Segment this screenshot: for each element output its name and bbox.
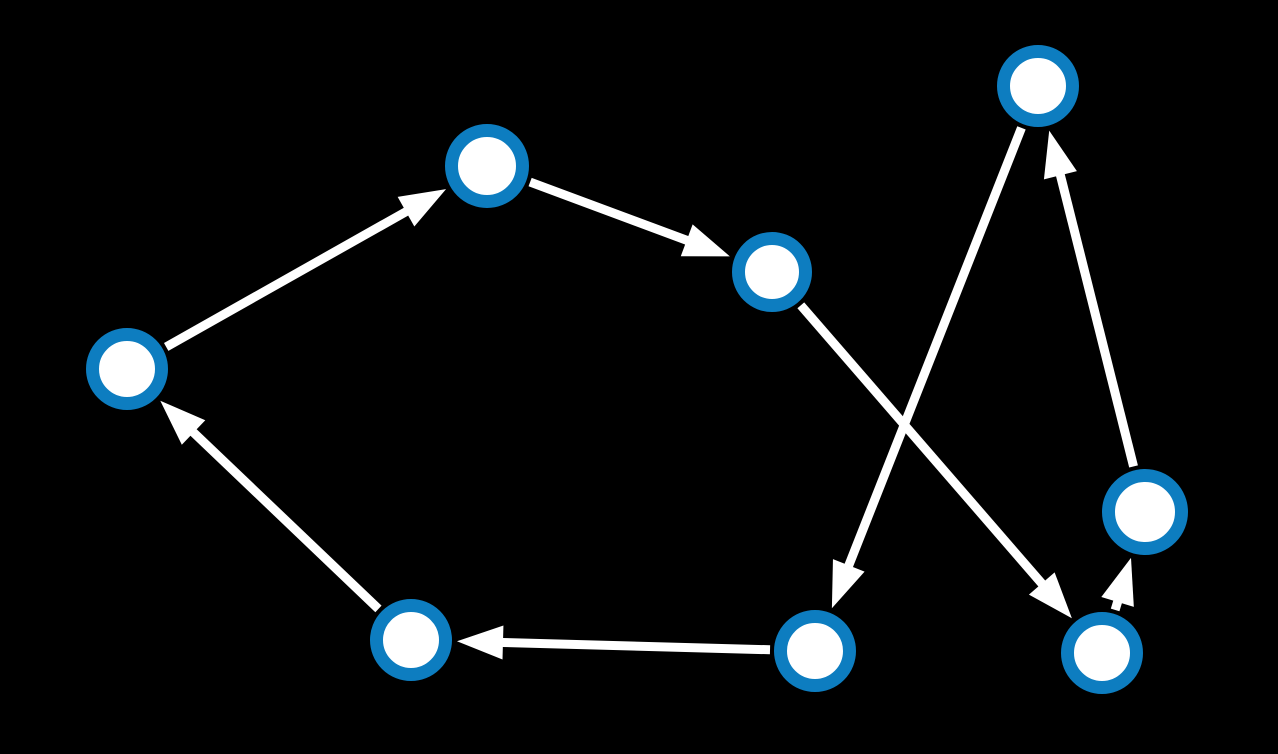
graph-edge-e3	[797, 302, 1072, 619]
edge-shaft	[528, 177, 694, 247]
node-circle[interactable]	[1061, 612, 1143, 694]
graph-edge-e8	[160, 400, 382, 613]
edge-layer	[160, 126, 1138, 660]
node-circle[interactable]	[774, 610, 856, 692]
graph-node-n6[interactable]	[370, 599, 452, 681]
edge-arrowhead	[1028, 572, 1072, 619]
node-circle[interactable]	[370, 599, 452, 681]
graph-edge-e2	[528, 177, 730, 257]
graph-edge-e1	[163, 189, 447, 351]
edge-shaft	[842, 126, 1026, 573]
node-circle[interactable]	[445, 124, 529, 208]
graph-node-n2[interactable]	[445, 124, 529, 208]
edge-arrowhead	[1043, 130, 1077, 180]
node-layer	[86, 45, 1188, 694]
edge-arrowhead	[160, 400, 206, 445]
graph-node-n1[interactable]	[86, 328, 168, 410]
graph-node-n7[interactable]	[774, 610, 856, 692]
graph-edge-e4	[831, 126, 1026, 609]
graph-node-n4[interactable]	[997, 45, 1079, 127]
graph-edge-e5	[1043, 130, 1138, 468]
node-circle[interactable]	[732, 232, 812, 312]
edge-shaft	[186, 425, 382, 613]
edge-shaft	[163, 204, 414, 351]
node-circle[interactable]	[997, 45, 1079, 127]
graph-node-n3[interactable]	[732, 232, 812, 312]
graph-node-n5[interactable]	[1102, 469, 1188, 555]
edge-shaft	[797, 302, 1050, 591]
edge-arrowhead	[680, 224, 730, 257]
edge-shaft	[1054, 168, 1138, 468]
graph-node-n8[interactable]	[1061, 612, 1143, 694]
edge-arrowhead	[1101, 557, 1134, 607]
edge-shaft	[496, 637, 771, 655]
node-circle[interactable]	[1102, 469, 1188, 555]
edge-arrowhead	[456, 625, 504, 660]
edge-arrowhead	[397, 189, 447, 227]
edge-arrowhead	[831, 559, 865, 609]
graph-edge-e7	[456, 625, 771, 660]
node-circle[interactable]	[86, 328, 168, 410]
graph-edge-e6	[1101, 557, 1134, 612]
